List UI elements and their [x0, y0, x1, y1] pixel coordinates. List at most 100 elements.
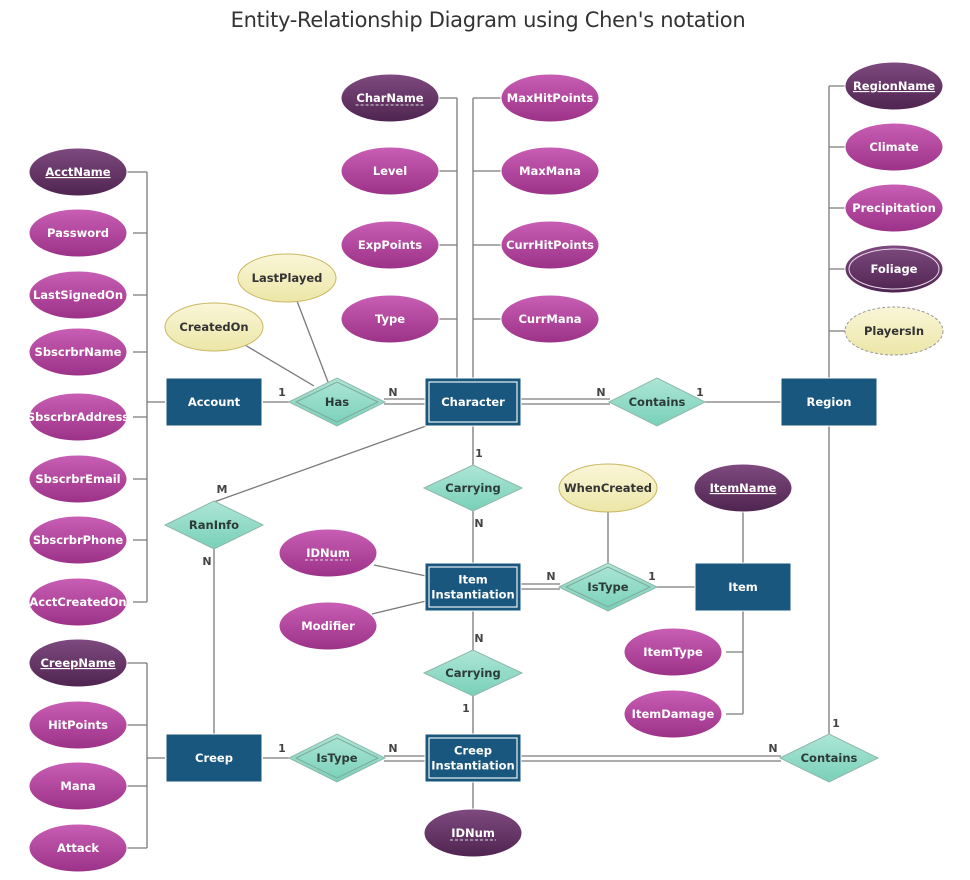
relationship-label: Carrying	[445, 481, 500, 495]
connector-has-character	[384, 398, 426, 405]
attribute-currhitpoints[interactable]: CurrHitPoints	[500, 220, 600, 270]
attribute-label: CreepName	[40, 656, 115, 670]
attribute-idnum-creep[interactable]: IDNum	[423, 808, 523, 858]
entity-box	[165, 377, 263, 427]
attribute-acctname[interactable]: AcctName	[28, 147, 128, 197]
cardinality-c-carrying-character: 1	[475, 447, 483, 460]
cardinality-c-istype-item: 1	[648, 570, 656, 583]
cardinality-c-has-account: 1	[278, 386, 286, 399]
relationship-diamond	[422, 464, 524, 512]
connector-region-attributes	[828, 85, 847, 378]
attribute-climate[interactable]: Climate	[844, 122, 944, 172]
cardinality-c-istype-iteminst: N	[546, 570, 555, 583]
attribute-ellipse	[844, 306, 944, 356]
entity-region[interactable]: Region	[780, 377, 878, 427]
entity-creep[interactable]: Creep	[165, 733, 263, 783]
relationship-diamond	[557, 562, 659, 612]
relationship-carrying-char[interactable]: Carrying	[422, 464, 524, 512]
attribute-itemtype[interactable]: ItemType	[623, 627, 723, 677]
attribute-regionname[interactable]: RegionName	[844, 61, 944, 111]
entity-item[interactable]: Item	[694, 562, 792, 612]
relationship-contains-region[interactable]: Contains	[607, 377, 707, 427]
connector-character-left-attributes	[438, 97, 458, 378]
attribute-label: HitPoints	[48, 718, 108, 732]
attribute-label: CurrHitPoints	[506, 238, 594, 252]
attribute-itemname[interactable]: ItemName	[693, 463, 793, 513]
attribute-label: SbscrbrPhone	[33, 533, 123, 547]
attribute-lastsignedon[interactable]: LastSignedOn	[28, 270, 128, 320]
attribute-type[interactable]: Type	[340, 294, 440, 344]
attribute-whencreated[interactable]: WhenCreated	[558, 463, 658, 513]
attribute-ellipse	[423, 808, 523, 858]
attribute-ellipse	[623, 627, 723, 677]
attribute-attack[interactable]: Attack	[28, 823, 128, 873]
relationship-has[interactable]: Has	[287, 377, 387, 427]
attribute-ellipse	[28, 700, 128, 750]
cardinality-c-carrying2-iteminst: N	[474, 632, 483, 645]
attribute-idnum-item[interactable]: IDNum	[278, 528, 378, 578]
attribute-label: RegionName	[853, 79, 935, 93]
cardinality-c-carrying-iteminst: N	[474, 517, 483, 530]
attribute-ellipse	[340, 73, 440, 123]
attribute-ellipse	[844, 183, 944, 233]
attribute-ellipse	[844, 244, 944, 294]
relationship-istype-item[interactable]: IsType	[557, 562, 659, 612]
relationship-istype-creep[interactable]: IsType	[287, 733, 387, 783]
attribute-foliage[interactable]: Foliage	[844, 244, 944, 294]
attribute-charname[interactable]: CharName	[340, 73, 440, 123]
attribute-ellipse	[693, 463, 793, 513]
attribute-ellipse	[28, 327, 128, 377]
attribute-ellipse	[340, 294, 440, 344]
attribute-sbscrbrphone[interactable]: SbscrbrPhone	[28, 515, 128, 565]
attribute-mana[interactable]: Mana	[28, 761, 128, 811]
entity-box	[780, 377, 878, 427]
diagram-title: Entity-Relationship Diagram using Chen's…	[230, 8, 746, 32]
attribute-label: PlayersIn	[864, 324, 924, 338]
attribute-precipitation[interactable]: Precipitation	[844, 183, 944, 233]
attribute-sbscrbremail[interactable]: SbscrbrEmail	[28, 454, 128, 504]
attribute-playersin[interactable]: PlayersIn	[844, 306, 944, 356]
connector-creep-attributes	[127, 662, 165, 849]
attribute-createdon[interactable]: CreatedOn	[164, 302, 264, 352]
attribute-label: CharName	[356, 91, 423, 105]
attribute-lastplayed[interactable]: LastPlayed	[237, 253, 337, 303]
attribute-hitpoints[interactable]: HitPoints	[28, 700, 128, 750]
attribute-ellipse	[844, 61, 944, 111]
relationship-carrying-creep[interactable]: Carrying	[422, 649, 524, 697]
attribute-ellipse	[28, 761, 128, 811]
attribute-password[interactable]: Password	[28, 208, 128, 258]
attribute-label: SbscrbrEmail	[35, 472, 120, 486]
attribute-sbscrbraddress[interactable]: SbscrbrAddress	[27, 392, 129, 442]
attribute-level[interactable]: Level	[340, 146, 440, 196]
attribute-ellipse	[278, 528, 378, 578]
attribute-label: WhenCreated	[564, 481, 652, 495]
identifying-inner-diamond	[564, 566, 652, 608]
attribute-label: LastPlayed	[252, 271, 323, 285]
attribute-sbscrbrname[interactable]: SbscrbrName	[28, 327, 128, 377]
attribute-itemdamage[interactable]: ItemDamage	[623, 689, 723, 739]
relationship-contains-creep[interactable]: Contains	[778, 733, 880, 783]
attribute-maxmana[interactable]: MaxMana	[500, 146, 600, 196]
attribute-modifier[interactable]: Modifier	[278, 601, 378, 651]
attribute-ellipse	[28, 638, 128, 688]
attribute-creepname[interactable]: CreepName	[28, 638, 128, 688]
relationship-raninfo[interactable]: RanInfo	[163, 500, 265, 550]
attribute-label: Modifier	[301, 619, 355, 633]
attribute-exppoints[interactable]: ExpPoints	[340, 220, 440, 270]
attribute-acctcreatedon[interactable]: AcctCreatedOn	[28, 577, 128, 627]
cardinality-c-contains-region: 1	[696, 386, 704, 399]
attribute-ellipse	[28, 208, 128, 258]
entity-character[interactable]: Character	[424, 377, 522, 427]
attribute-label: ItemName	[710, 481, 777, 495]
attribute-currmana[interactable]: CurrMana	[500, 294, 600, 344]
entity-account[interactable]: Account	[165, 377, 263, 427]
attribute-label: MaxMana	[519, 164, 581, 178]
relationship-label: Contains	[801, 751, 858, 765]
attribute-maxhitpoints[interactable]: MaxHitPoints	[500, 73, 600, 123]
attribute-ellipse	[28, 392, 128, 442]
attribute-ellipse	[500, 73, 600, 123]
